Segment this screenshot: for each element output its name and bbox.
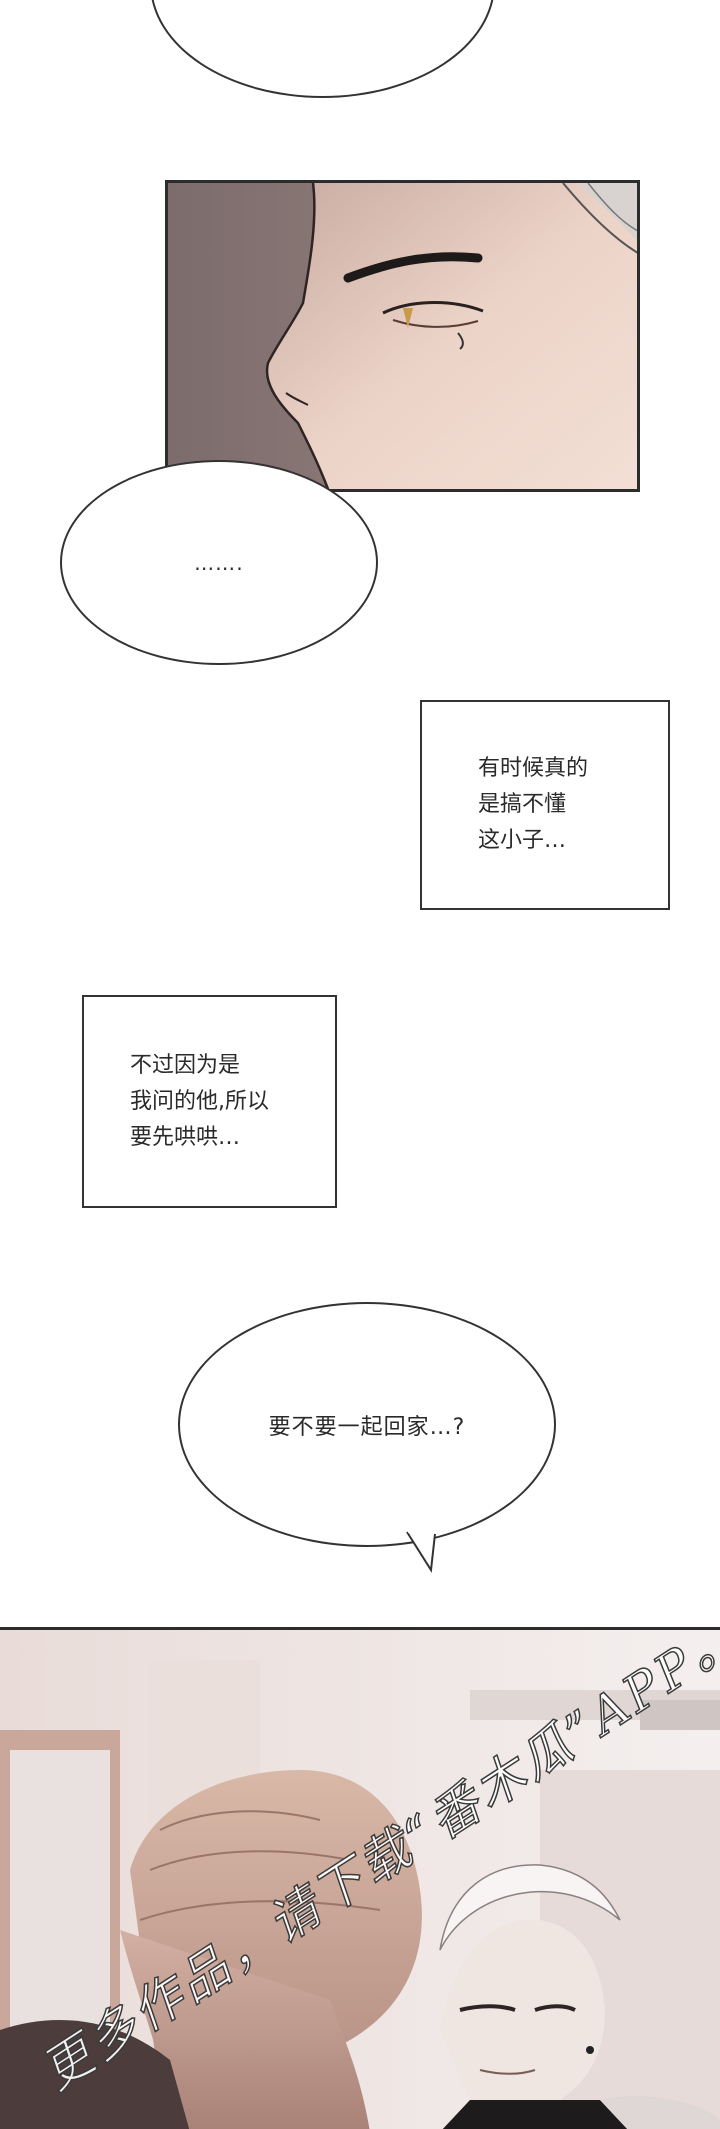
speech-bubble-ellipsis: ……․ <box>60 460 378 665</box>
narration-box-1-line-1: 有时候真的 <box>478 756 589 781</box>
narration-box-2-line-3: 要先哄哄… <box>130 1124 241 1150</box>
narration-box-1: 有时候真的 是搞不懂 这小子… <box>420 700 670 910</box>
closeup-illustration <box>168 183 637 489</box>
speech-bubble-top <box>150 0 495 98</box>
narration-box-1-line-3: 这小子… <box>478 828 567 853</box>
closeup-panel <box>165 180 640 492</box>
speech-bubble-question-text: 要不要一起回家…? <box>268 1414 466 1440</box>
scene-illustration <box>0 1630 720 2129</box>
narration-box-2-line-2: 我问的他,所以 <box>130 1088 269 1114</box>
speech-bubble-tail <box>406 1530 436 1573</box>
narration-box-2: 不过因为是 我问的他,所以 要先哄哄… <box>82 995 337 1208</box>
speech-bubble-question: 要不要一起回家…? <box>178 1302 556 1547</box>
scene-panel <box>0 1627 720 2129</box>
narration-box-2-line-1: 不过因为是 <box>130 1052 241 1078</box>
speech-bubble-ellipsis-text: ……․ <box>194 550 244 575</box>
narration-box-1-line-2: 是搞不懂 <box>478 792 567 817</box>
